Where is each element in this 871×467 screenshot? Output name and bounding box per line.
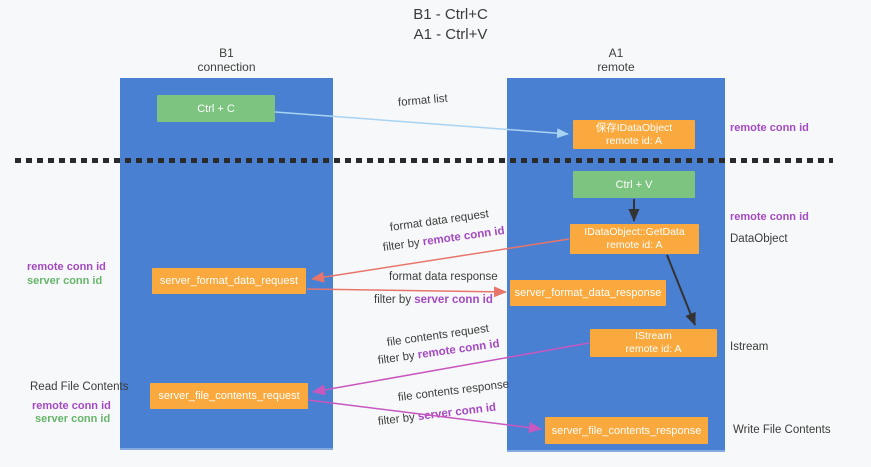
left-server-conn-id-1: server conn id bbox=[27, 275, 103, 287]
file-contents-response-label: file contents response bbox=[397, 378, 510, 404]
server-format-data-request-label: server_format_data_request bbox=[159, 275, 299, 287]
getdata-line2: remote id: A bbox=[606, 239, 663, 251]
read-file-contents-label: Read File Contents bbox=[30, 381, 129, 393]
left-remote-conn-id-2: remote conn id bbox=[32, 400, 111, 412]
file-contents-response-filter-label: filter by server conn id bbox=[377, 402, 496, 428]
istream-line2: remote id: A bbox=[625, 343, 682, 355]
diagram-title: B1 - Ctrl+C A1 - Ctrl+V bbox=[15, 5, 871, 45]
left-column-header: B1 connection bbox=[120, 46, 333, 74]
right-column-role: remote bbox=[597, 60, 635, 74]
section-divider-dashed-line bbox=[15, 158, 833, 163]
istream-side-label: Istream bbox=[730, 341, 769, 353]
ctrl-v-label: Ctrl + V bbox=[615, 178, 653, 191]
server-file-contents-request-label: server_file_contents_request bbox=[158, 390, 300, 402]
filter-id-server-conn-id: server conn id bbox=[414, 294, 493, 306]
ctrl-c-label: Ctrl + C bbox=[197, 102, 235, 115]
filter-by-text: filter by bbox=[382, 236, 424, 254]
filter-by-text: filter by bbox=[377, 349, 419, 367]
format-data-response-filter-label: filter by server conn id bbox=[374, 294, 493, 306]
server-format-data-request-node: server_format_data_request bbox=[152, 268, 306, 294]
istream-node: IStream remote id: A bbox=[590, 329, 717, 357]
server-format-data-response-label: server_format_data_response bbox=[514, 287, 662, 299]
write-file-contents-label: Write File Contents bbox=[733, 424, 831, 436]
left-column-name: B1 bbox=[219, 46, 234, 60]
title-line-2: A1 - Ctrl+V bbox=[413, 26, 488, 43]
ctrl-c-node: Ctrl + C bbox=[157, 95, 275, 122]
left-server-conn-id-2: server conn id bbox=[35, 413, 111, 425]
save-dataobject-line2: remote id: A bbox=[605, 134, 663, 147]
right-column-name: A1 bbox=[608, 46, 624, 60]
save-dataobject-node: 保存IDataObject remote id: A bbox=[573, 120, 695, 149]
right-column-header: A1 remote bbox=[507, 46, 725, 74]
format-data-response-label: format data response bbox=[389, 271, 498, 283]
server-file-contents-request-node: server_file_contents_request bbox=[150, 383, 308, 409]
title-line-1: B1 - Ctrl+C bbox=[413, 6, 488, 23]
filter-id-remote-conn-id: remote conn id bbox=[422, 224, 506, 249]
ctrl-v-node: Ctrl + V bbox=[573, 171, 695, 198]
format-list-label: format list bbox=[397, 92, 449, 109]
getdata-line1: IDataObject::GetData bbox=[584, 226, 685, 238]
filter-by-text: filter by bbox=[374, 294, 415, 306]
server-file-contents-response-node: server_file_contents_response bbox=[545, 417, 708, 444]
save-dataobject-line1: 保存IDataObject bbox=[595, 121, 673, 134]
server-format-data-response-node: server_format_data_response bbox=[510, 280, 666, 306]
format-data-response-arrow bbox=[306, 286, 507, 298]
left-column-role: connection bbox=[197, 60, 256, 74]
server-file-contents-response-label: server_file_contents_response bbox=[551, 424, 702, 437]
right-remote-conn-id-mid: remote conn id bbox=[730, 211, 809, 223]
filter-id-server-conn-id: server conn id bbox=[417, 401, 497, 424]
right-remote-conn-id-top: remote conn id bbox=[730, 122, 809, 134]
dataobject-label: DataObject bbox=[730, 233, 788, 245]
istream-line1: IStream bbox=[635, 330, 672, 342]
left-remote-conn-id-1: remote conn id bbox=[27, 261, 106, 273]
idataobject-getdata-node: IDataObject::GetData remote id: A bbox=[570, 224, 699, 254]
filter-by-text: filter by bbox=[377, 411, 419, 428]
